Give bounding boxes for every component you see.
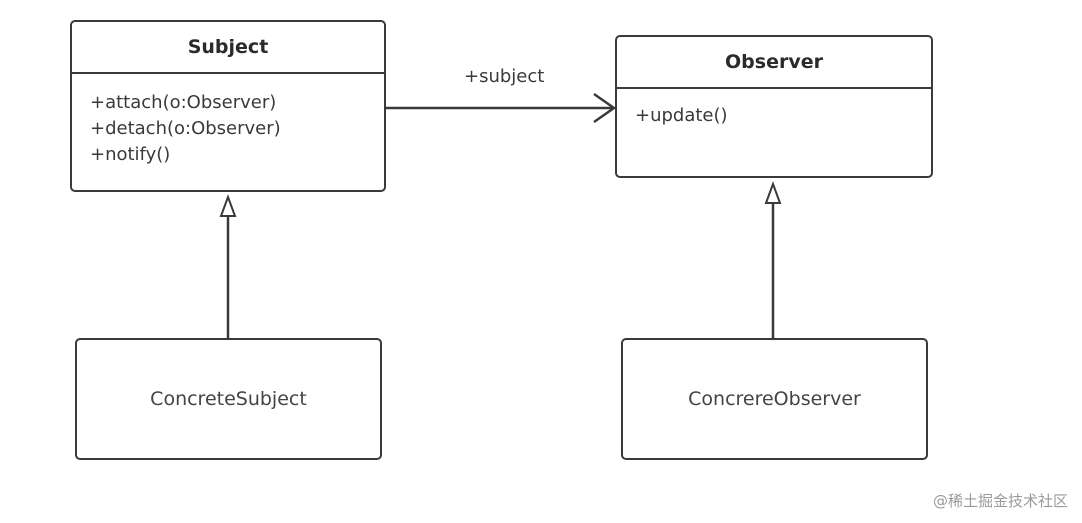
inheritance-triangle — [219, 194, 237, 217]
inheritance-triangle — [764, 181, 782, 204]
method-notify: +notify() — [90, 144, 171, 165]
subject-class[interactable]: Subject +attach(o:Observer) +detach(o:Ob… — [70, 20, 386, 192]
method-list: +attach(o:Observer) +detach(o:Observer) … — [72, 74, 384, 168]
association-edge — [386, 92, 617, 124]
concrete-observer-class[interactable]: ConcrereObserver — [621, 338, 928, 460]
watermark: @稀土掘金技术社区 — [932, 492, 1068, 510]
observer-class[interactable]: Observer +update() — [615, 35, 933, 178]
concrete-subject-class[interactable]: ConcreteSubject — [75, 338, 382, 460]
method-attach: +attach(o:Observer) — [90, 92, 277, 113]
method-update: +update() — [635, 105, 728, 126]
class-name: ConcreteSubject — [150, 388, 307, 410]
open-arrowhead — [593, 92, 617, 124]
class-name: ConcrereObserver — [688, 388, 861, 410]
inheritance-edge-observer — [764, 181, 782, 338]
inheritance-edge-subject — [219, 194, 237, 338]
method-list: +update() — [617, 89, 931, 129]
class-name: Observer — [617, 37, 931, 89]
class-name: Subject — [72, 22, 384, 74]
method-detach: +detach(o:Observer) — [90, 118, 281, 139]
association-label: +subject — [464, 66, 545, 87]
